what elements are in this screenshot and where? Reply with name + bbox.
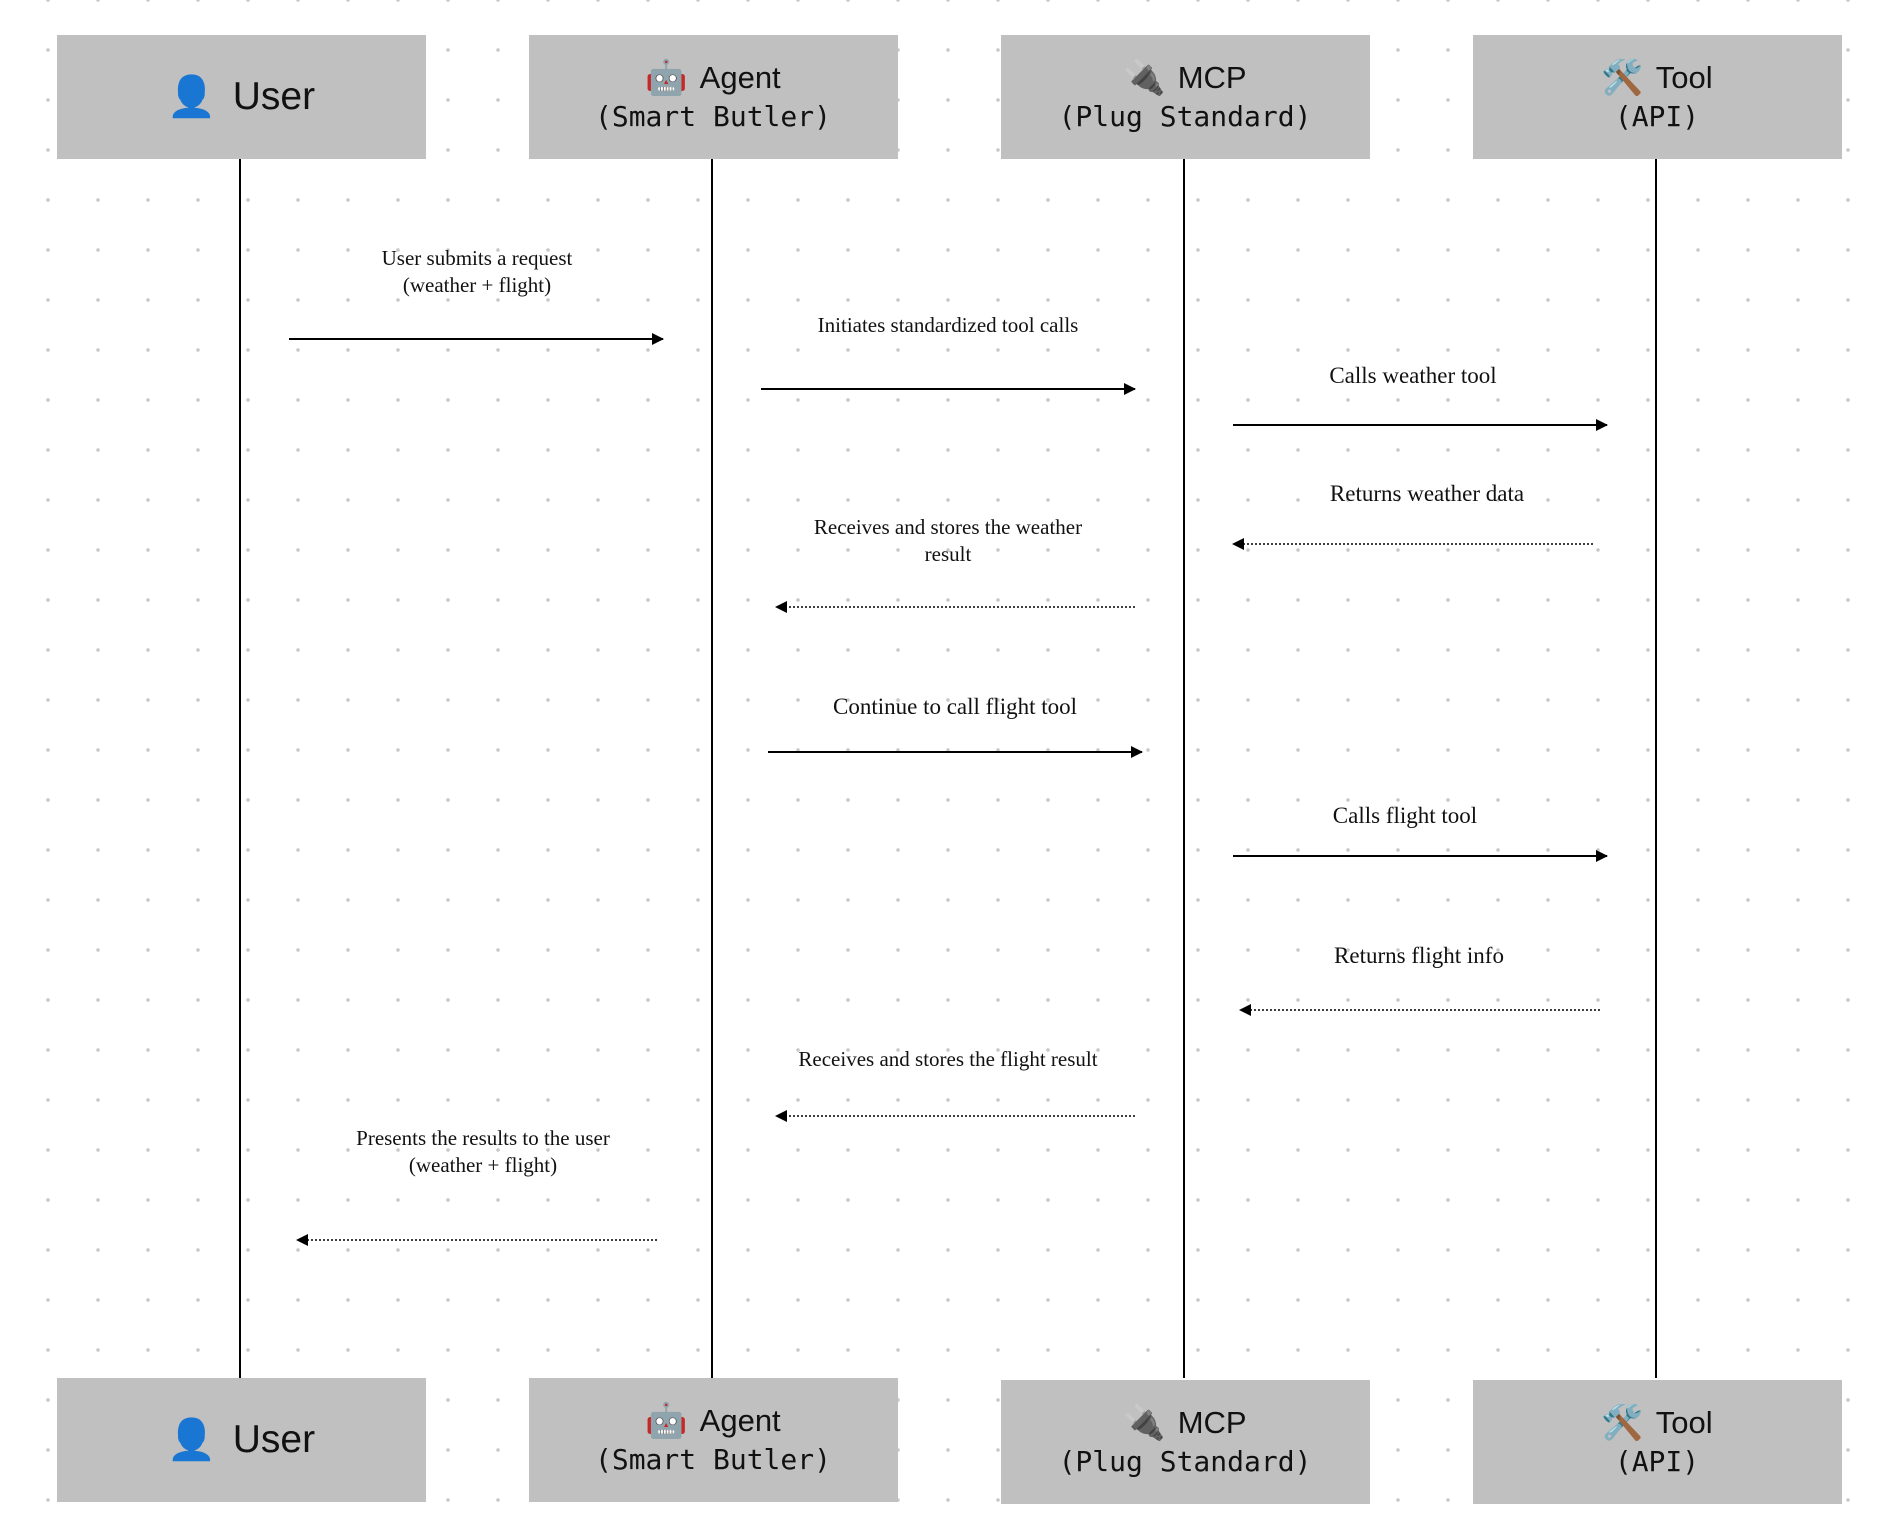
mcp-icon: 🔌	[1123, 58, 1166, 98]
message-label: Initiates standardized tool calls	[817, 313, 1079, 337]
tool-icon: 🛠️	[1601, 58, 1644, 98]
message-label: Receives and stores the weather result	[813, 515, 1083, 566]
tool-icon: 🛠️	[1601, 1403, 1644, 1443]
actor-name: Tool	[1655, 60, 1713, 95]
message-label: Calls flight tool	[1332, 803, 1478, 828]
actor-name: MCP	[1177, 1405, 1247, 1440]
actor-subtitle: (API)	[1614, 1445, 1700, 1478]
actor-name: MCP	[1177, 60, 1247, 95]
agent-icon: 🤖	[645, 1401, 688, 1441]
actor-box-agent-bottom: 🤖 Agent (Smart Butler)	[528, 1378, 898, 1502]
mcp-icon: 🔌	[1123, 1403, 1166, 1443]
actor-box-agent-top: 🤖 Agent (Smart Butler)	[528, 35, 898, 159]
message-label: Returns weather data	[1329, 481, 1525, 506]
actor-subtitle: (Smart Butler)	[594, 100, 831, 133]
actor-subtitle: (Plug Standard)	[1058, 100, 1312, 133]
lifelines	[239, 159, 1657, 1378]
message-label: Presents the results to the user (weathe…	[356, 1126, 610, 1177]
agent-icon: 🤖	[645, 58, 688, 98]
actor-subtitle: (API)	[1614, 100, 1700, 133]
actor-name: Agent	[699, 1403, 781, 1438]
actor-box-user-top: 👤 User	[56, 35, 426, 159]
actor-name: User	[232, 1418, 316, 1461]
actor-box-tool-top: 🛠️ Tool (API)	[1472, 35, 1842, 159]
actor-name: User	[232, 75, 316, 118]
actor-subtitle: (Plug Standard)	[1058, 1445, 1312, 1478]
user-icon: 👤	[166, 74, 217, 120]
actor-name: Agent	[699, 60, 781, 95]
actor-subtitle: (Smart Butler)	[594, 1443, 831, 1476]
message-label: Returns flight info	[1334, 943, 1504, 968]
actor-name: Tool	[1655, 1405, 1713, 1440]
user-icon: 👤	[166, 1417, 217, 1463]
actor-box-user-bottom: 👤 User	[56, 1378, 426, 1502]
message-label: Continue to call flight tool	[832, 694, 1078, 719]
message-label: User submits a request (weather + flight…	[381, 246, 573, 297]
actor-box-tool-bottom: 🛠️ Tool (API)	[1472, 1380, 1842, 1504]
message-label: Calls weather tool	[1329, 363, 1497, 388]
message-label: Receives and stores the flight result	[798, 1047, 1098, 1071]
actor-box-mcp-bottom: 🔌 MCP (Plug Standard)	[1000, 1380, 1370, 1504]
messages	[289, 333, 1608, 1246]
actor-box-mcp-top: 🔌 MCP (Plug Standard)	[1000, 35, 1370, 159]
